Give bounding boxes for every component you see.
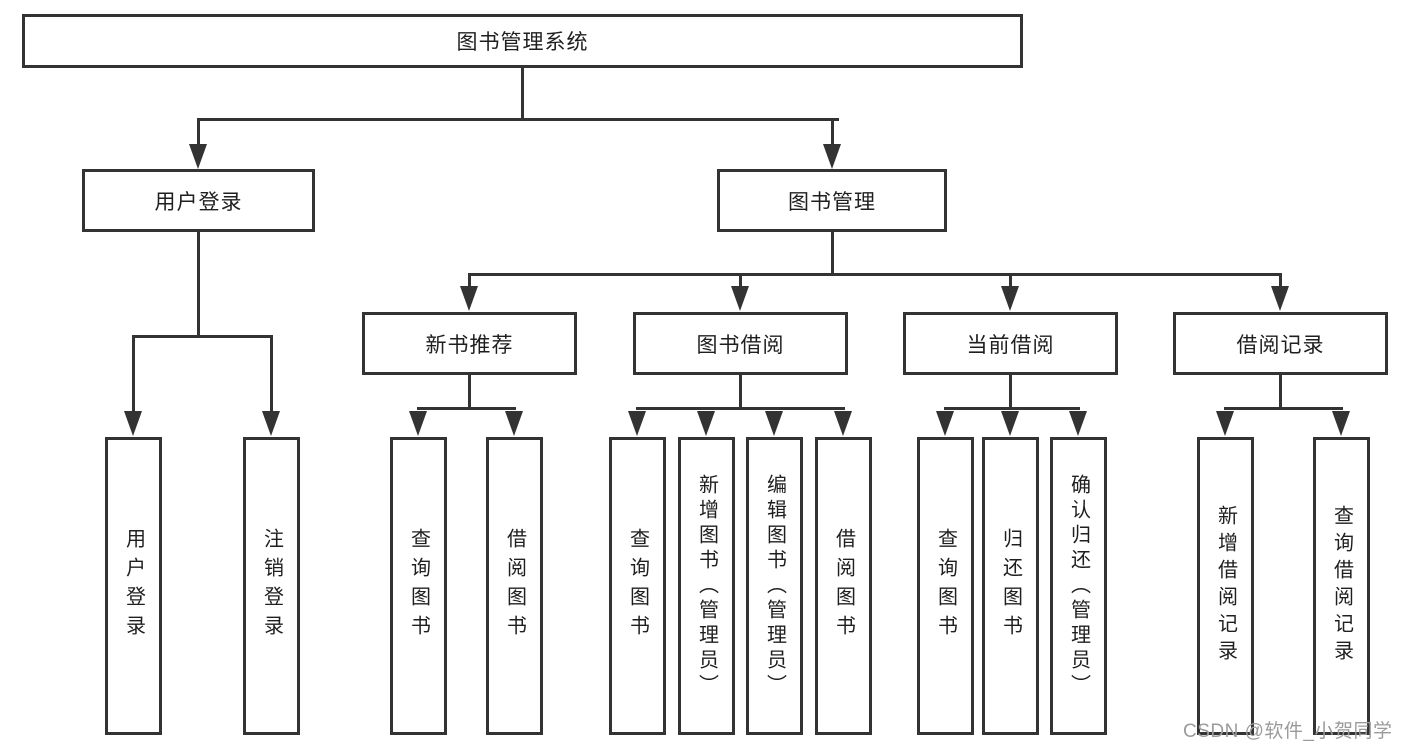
connector-new-book-rec-stem [468, 375, 471, 410]
csdn-watermark: CSDN @软件_小贺同学 [1183, 721, 1393, 742]
connector-current-borrow-stem [1009, 375, 1012, 410]
connector-book-mgmt-split [468, 273, 1282, 276]
node-book-borrow: 图书借阅 [633, 312, 848, 375]
arrow-down-icon [124, 411, 142, 436]
node-book-mgmt: 图书管理 [717, 169, 947, 232]
arrow-down-icon [1001, 286, 1019, 311]
node-new-book-rec: 新书推荐 [362, 312, 577, 375]
arrow-down-icon [262, 411, 280, 436]
node-leaf-user-login: 用户登录 [105, 437, 162, 735]
connector-borrow-records-split [1224, 407, 1343, 410]
connector-book-borrow-split [636, 407, 845, 410]
arrow-down-icon [460, 286, 478, 311]
arrow-down-icon [1271, 286, 1289, 311]
node-user-login: 用户登录 [82, 169, 315, 232]
arrow-down-icon [834, 411, 852, 436]
connector-to-ul-logout [270, 335, 273, 412]
node-leaf-bb-edit-books: 编辑图书（管理员） [746, 437, 803, 735]
arrow-down-icon [936, 411, 954, 436]
arrow-down-icon [628, 411, 646, 436]
connector-to-new-book-rec [468, 273, 471, 287]
node-leaf-br-add-record: 新增借阅记录 [1197, 437, 1254, 735]
connector-root-split [197, 118, 839, 121]
node-leaf-nbr-borrow-books: 借阅图书 [486, 437, 543, 735]
connector-to-ul-login [132, 335, 135, 412]
connector-current-borrow-split [944, 407, 1080, 410]
node-leaf-nbr-query-books: 查询图书 [390, 437, 447, 735]
arrow-down-icon [189, 144, 207, 169]
arrow-down-icon [409, 411, 427, 436]
node-leaf-cb-confirm-return: 确认归还（管理员） [1050, 437, 1107, 735]
connector-root-stem [521, 68, 524, 121]
node-leaf-bb-borrow-books: 借阅图书 [815, 437, 872, 735]
arrow-down-icon [1069, 411, 1087, 436]
arrow-down-icon [731, 286, 749, 311]
connector-to-borrow-records [1279, 273, 1282, 287]
node-borrow-records: 借阅记录 [1173, 312, 1388, 375]
arrow-down-icon [823, 144, 841, 169]
node-leaf-bb-add-books: 新增图书（管理员） [678, 437, 735, 735]
arrow-down-icon [765, 411, 783, 436]
arrow-down-icon [697, 411, 715, 436]
connector-to-book-mgmt [831, 118, 834, 146]
arrow-down-icon [1001, 411, 1019, 436]
connector-to-book-borrow [739, 273, 742, 287]
node-leaf-cb-return-books: 归还图书 [982, 437, 1039, 735]
node-leaf-br-query-record: 查询借阅记录 [1313, 437, 1370, 735]
node-leaf-bb-query-books: 查询图书 [609, 437, 666, 735]
connector-user-login-split [132, 335, 273, 338]
connector-to-current-borrow [1009, 273, 1012, 287]
connector-user-login-stem [197, 232, 200, 335]
node-root: 图书管理系统 [22, 14, 1023, 68]
connector-borrow-records-stem [1279, 375, 1282, 410]
connector-new-book-rec-split [417, 407, 516, 410]
arrow-down-icon [505, 411, 523, 436]
node-leaf-logout: 注销登录 [243, 437, 300, 735]
node-leaf-cb-query-books: 查询图书 [917, 437, 974, 735]
node-current-borrow: 当前借阅 [903, 312, 1118, 375]
connector-book-mgmt-stem [831, 232, 834, 273]
connector-book-borrow-stem [739, 375, 742, 410]
connector-to-user-login [197, 118, 200, 146]
arrow-down-icon [1332, 411, 1350, 436]
arrow-down-icon [1216, 411, 1234, 436]
